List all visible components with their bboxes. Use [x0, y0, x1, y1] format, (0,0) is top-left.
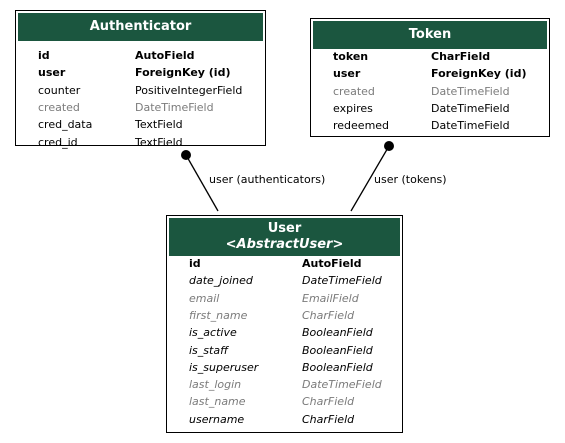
field-row: id AutoField — [167, 255, 402, 272]
field-row: last_login DateTimeField — [167, 376, 402, 393]
field-type: AutoField — [302, 257, 362, 270]
field-type: CharField — [302, 308, 355, 322]
model-token-title: Token — [408, 27, 452, 42]
edge-authenticator-dot — [181, 150, 191, 160]
edge-label-authenticators: user (authenticators) — [209, 173, 326, 186]
field-row: counter PositiveIntegerField — [16, 82, 265, 99]
field-name: user — [333, 67, 361, 81]
field-name: counter — [38, 83, 81, 97]
field-row: email EmailField — [167, 290, 402, 307]
field-row: created DateTimeField — [16, 99, 265, 116]
field-row: date_joined DateTimeField — [167, 272, 402, 289]
field-row: created DateTimeField — [311, 83, 549, 100]
field-name: expires — [333, 101, 373, 115]
field-name: redeemed — [333, 119, 390, 133]
field-type: DateTimeField — [431, 101, 510, 115]
field-type: BooleanField — [302, 343, 373, 357]
field-row: user ForeignKey (id) — [16, 64, 265, 81]
model-authenticator: Authenticator id AutoField user ForeignKey … — [15, 10, 266, 149]
model-user-title: User — [267, 221, 302, 236]
edge-token-dot — [384, 141, 394, 151]
field-row: is_staff BooleanField — [167, 342, 402, 359]
field-name: id — [189, 257, 201, 270]
field-row: last_name CharField — [167, 393, 402, 410]
field-type: DateTimeField — [302, 378, 382, 392]
field-name: last_login — [189, 378, 242, 392]
field-name: date_joined — [189, 274, 253, 288]
field-name: is_active — [189, 326, 237, 340]
field-row: is_superuser BooleanField — [167, 359, 402, 376]
field-name: email — [189, 291, 220, 305]
field-row: redeemed DateTimeField — [311, 117, 549, 134]
edge-token-user — [350, 145, 390, 212]
field-name: is_superuser — [189, 360, 259, 374]
field-name: token — [333, 50, 369, 63]
model-token: Token token CharField user ForeignKey (id) c… — [310, 18, 550, 137]
field-type: DateTimeField — [302, 274, 382, 288]
field-name: last_name — [189, 395, 246, 409]
field-type: ForeignKey (id) — [135, 66, 231, 80]
field-name: created — [38, 100, 80, 114]
field-row: username CharField — [167, 411, 402, 428]
edge-label-tokens: user (tokens) — [374, 173, 447, 186]
model-authenticator-title: Authenticator — [89, 19, 192, 34]
field-name: created — [333, 84, 375, 98]
field-type: BooleanField — [302, 360, 373, 374]
field-name: user — [38, 66, 66, 80]
field-type: ForeignKey (id) — [431, 67, 527, 81]
field-type: DateTimeField — [431, 84, 510, 98]
field-name: id — [38, 49, 50, 62]
field-name: cred_data — [38, 118, 93, 132]
field-type: PositiveIntegerField — [135, 83, 243, 97]
model-user: User <AbstractUser> id AutoField date_join… — [166, 215, 403, 433]
field-name: cred_id — [38, 135, 78, 149]
field-row: user ForeignKey (id) — [311, 65, 549, 82]
field-row: expires DateTimeField — [311, 100, 549, 117]
field-row: cred_id TextField — [16, 134, 265, 151]
field-type: DateTimeField — [431, 119, 510, 133]
field-type: AutoField — [135, 49, 195, 62]
field-row: is_active BooleanField — [167, 324, 402, 341]
model-authenticator-header: Authenticator — [18, 13, 263, 41]
field-row: id AutoField — [16, 47, 265, 64]
field-name: is_staff — [189, 343, 229, 357]
field-row: cred_data TextField — [16, 116, 265, 133]
field-type: TextField — [135, 135, 183, 149]
field-name: username — [189, 412, 245, 426]
field-name: first_name — [189, 308, 248, 322]
model-user-header: User <AbstractUser> — [169, 218, 400, 256]
model-token-header: Token — [313, 21, 547, 49]
field-type: EmailField — [302, 291, 359, 305]
field-type: BooleanField — [302, 326, 373, 340]
field-type: DateTimeField — [135, 100, 214, 114]
field-type: CharField — [431, 50, 491, 63]
edge-authenticator-user — [185, 154, 219, 212]
model-user-subtitle: <AbstractUser> — [225, 237, 344, 252]
field-type: CharField — [302, 395, 355, 409]
field-type: CharField — [302, 412, 355, 426]
field-row: first_name CharField — [167, 307, 402, 324]
field-type: TextField — [135, 118, 183, 132]
field-row: token CharField — [311, 48, 549, 65]
